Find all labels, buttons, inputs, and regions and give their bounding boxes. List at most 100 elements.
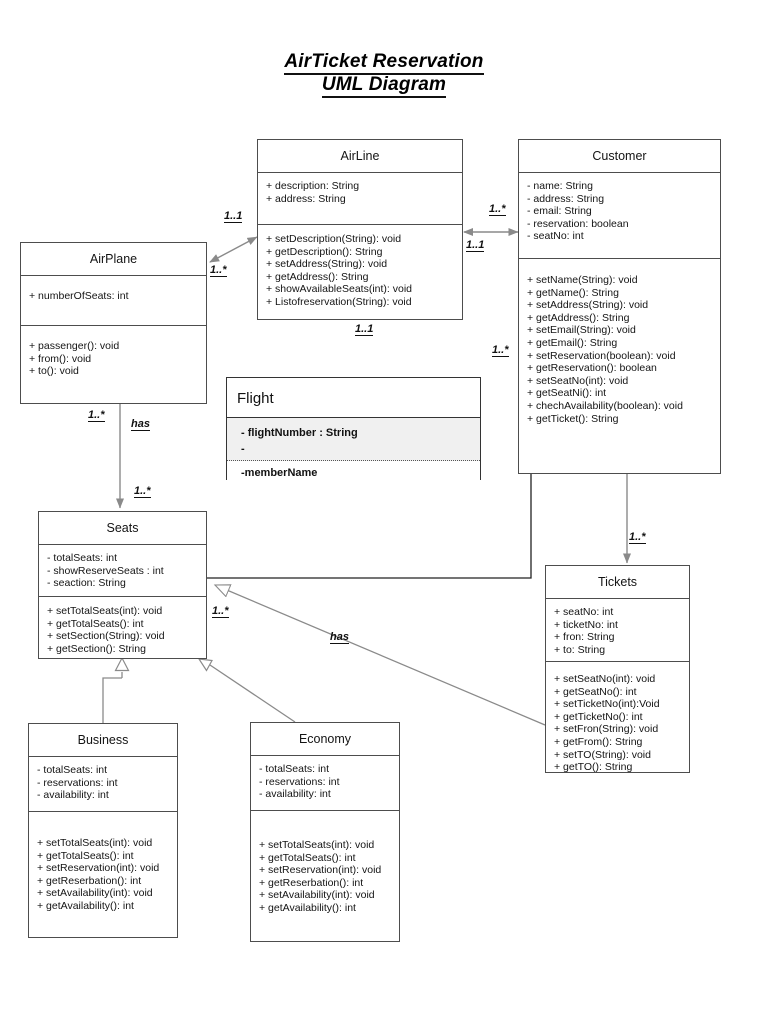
operation-row: + getTotalSeats(): int <box>37 849 134 862</box>
operation-row: + getTO(): String <box>554 761 633 774</box>
attribute-row: - reservation: boolean <box>527 217 629 230</box>
edge-label-airplane-seats-many-bottom: 1..* <box>134 485 151 498</box>
attribute-row: + ticketNo: int <box>554 618 618 631</box>
operation-row: + getSeatNo(): int <box>554 685 637 698</box>
edge-label-airplane-seats-has: has <box>131 418 150 431</box>
attribute-row: - flightNumber : String <box>241 427 358 439</box>
operation-row: + to(): void <box>29 365 79 378</box>
operation-row: + getAvailability(): int <box>259 901 356 914</box>
class-operations-airplane: + passenger(): void + from(): void + to(… <box>21 326 206 384</box>
class-attributes-flight-top: - flightNumber : String - <box>227 418 480 461</box>
attribute-row: -memberName <box>241 467 318 479</box>
class-attributes-tickets: + seatNo: int + ticketNo: int + fron: St… <box>546 599 689 662</box>
edge-seats-economy <box>197 658 296 723</box>
page-title-line-1: AirTicket Reservation <box>0 50 768 75</box>
class-name-business: Business <box>29 724 177 757</box>
attribute-row: - email: String <box>527 205 592 218</box>
class-box-airplane[interactable]: AirPlane + numberOfSeats: int + passenge… <box>20 242 207 404</box>
attribute-row: - <box>241 443 245 455</box>
attribute-row: + numberOfSeats: int <box>29 290 129 302</box>
class-name-airplane: AirPlane <box>21 243 206 276</box>
class-name-customer: Customer <box>519 140 720 173</box>
class-box-customer[interactable]: Customer - name: String - address: Strin… <box>518 139 721 474</box>
class-operations-airline: + setDescription(String): void + getDesc… <box>258 225 462 315</box>
operation-row: + chechAvailability(boolean): void <box>527 399 683 412</box>
operation-row: + setTicketNo(int):Void <box>554 698 660 711</box>
class-box-economy[interactable]: Economy - totalSeats: int - reservations… <box>250 722 400 942</box>
class-box-tickets[interactable]: Tickets + seatNo: int + ticketNo: int + … <box>545 565 690 773</box>
operation-row: + setTotalSeats(int): void <box>259 839 375 851</box>
attribute-row: + address: String <box>266 192 346 205</box>
attribute-row: - address: String <box>527 192 605 205</box>
operation-row: + getAddress(): String <box>527 311 630 324</box>
operation-row: + getReservation(): boolean <box>527 362 657 375</box>
class-name-flight: Flight <box>227 378 480 418</box>
operation-row: + getTicket(): String <box>527 412 619 425</box>
edge-label-customer-tickets-many: 1..* <box>629 531 646 544</box>
attribute-row: + seatNo: int <box>554 606 614 618</box>
edge-label-airline-customer-one: 1..1 <box>466 239 485 252</box>
operation-row: + setAddress(String): void <box>266 258 388 271</box>
edge-label-seats-customer-many: 1..* <box>212 605 229 618</box>
attribute-row: - seaction: String <box>47 577 126 590</box>
edge-label-airplane-seats-many-top: 1..* <box>88 409 105 422</box>
attribute-row: - showReserveSeats : int <box>47 564 164 577</box>
class-operations-economy: + setTotalSeats(int): void + getTotalSea… <box>251 811 399 921</box>
class-box-airline[interactable]: AirLine + description: String + address:… <box>257 139 463 320</box>
page-title-line-2: UML Diagram <box>0 73 768 98</box>
operation-row: + setFron(String): void <box>554 723 659 736</box>
operation-row: + getEmail(): String <box>527 336 618 349</box>
class-operations-seats: + setTotalSeats(int): void + getTotalSea… <box>39 597 206 661</box>
edge-label-airline-bottom-one: 1..1 <box>355 323 374 336</box>
operation-row: + getSeatNi(): int <box>527 387 607 400</box>
operation-row: + setTotalSeats(int): void <box>47 605 163 617</box>
operation-row: + from(): void <box>29 352 92 365</box>
class-attributes-airline: + description: String + address: String <box>258 173 462 225</box>
operation-row: + getAddress(): String <box>266 270 369 283</box>
class-attributes-economy: - totalSeats: int - reservations: int - … <box>251 756 399 811</box>
class-box-flight[interactable]: Flight - flightNumber : String - -member… <box>226 377 481 488</box>
class-attributes-airplane: + numberOfSeats: int <box>21 276 206 326</box>
attribute-row: + description: String <box>266 180 360 192</box>
operation-row: + getTicketNo(): int <box>554 710 643 723</box>
edge-label-customer-left-many: 1..* <box>492 344 509 357</box>
edge-customer-seats <box>207 474 532 579</box>
edge-tickets-seats <box>215 585 546 726</box>
operation-row: + getName(): String <box>527 286 619 299</box>
attribute-row: - reservations: int <box>37 776 118 789</box>
attribute-row: - reservations: int <box>259 775 340 788</box>
operation-row: + setTotalSeats(int): void <box>37 837 153 849</box>
operation-row: + setDescription(String): void <box>266 233 402 245</box>
attribute-row: + fron: String <box>554 631 615 644</box>
class-attributes-seats: - totalSeats: int - showReserveSeats : i… <box>39 545 206 597</box>
class-operations-business: + setTotalSeats(int): void + getTotalSea… <box>29 812 177 919</box>
edge-label-airline-customer-many: 1..* <box>489 203 506 216</box>
class-name-airline: AirLine <box>258 140 462 173</box>
attribute-row: - name: String <box>527 180 593 192</box>
operation-row: + getReserbation(): int <box>37 874 142 887</box>
operation-row: + getSection(): String <box>47 642 146 655</box>
class-name-economy: Economy <box>251 723 399 756</box>
class-attributes-business: - totalSeats: int - reservations: int - … <box>29 757 177 812</box>
operation-row: + setSection(String): void <box>47 630 165 643</box>
edge-label-airplane-airline-many: 1..* <box>210 264 227 277</box>
operation-row: + Listofreservation(String): void <box>266 295 412 308</box>
operation-row: + showAvailableSeats(int): void <box>266 283 413 296</box>
class-name-seats: Seats <box>39 512 206 545</box>
class-operations-customer: + setName(String): void + getName(): Str… <box>519 259 720 431</box>
operation-row: + setEmail(String): void <box>527 324 636 337</box>
edge-label-seats-tickets-has: has <box>330 631 349 644</box>
operation-row: + getAvailability(): int <box>37 899 134 912</box>
operation-row: + setAddress(String): void <box>527 299 649 312</box>
class-name-tickets: Tickets <box>546 566 689 599</box>
operation-row: + getTotalSeats(): int <box>259 851 356 864</box>
operation-row: + setReservation(int): void <box>37 862 160 875</box>
class-box-seats[interactable]: Seats - totalSeats: int - showReserveSea… <box>38 511 207 659</box>
attribute-row: - seatNo: int <box>527 230 584 243</box>
operation-row: + setSeatNo(int): void <box>554 673 656 685</box>
attribute-row: - totalSeats: int <box>259 763 330 775</box>
class-attributes-customer: - name: String - address: String - email… <box>519 173 720 259</box>
attribute-row: - totalSeats: int <box>37 764 108 776</box>
class-box-business[interactable]: Business - totalSeats: int - reservation… <box>28 723 178 938</box>
page-title-line-1-text: AirTicket Reservation <box>284 50 484 75</box>
